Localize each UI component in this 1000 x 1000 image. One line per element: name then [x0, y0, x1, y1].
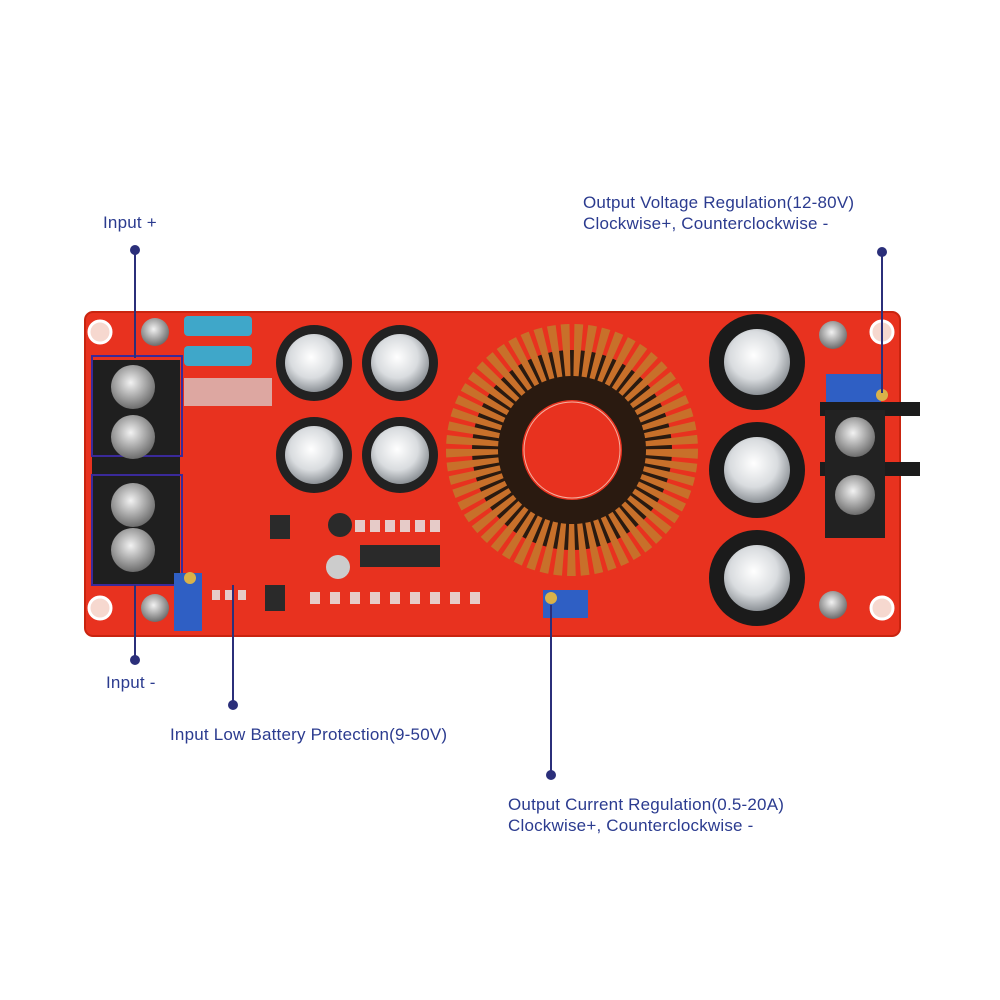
label-output-voltage: Output Voltage Regulation(12-80V) Clockw… — [583, 192, 854, 234]
output-voltage-title: Output Voltage Regulation(12-80V) — [583, 193, 855, 212]
leader-lines — [130, 245, 887, 780]
output-terminal-block — [820, 402, 920, 538]
label-output-current: Output Current Regulation(0.5-20A) Clock… — [508, 794, 784, 836]
output-current-title: Output Current Regulation(0.5-20A) — [508, 795, 785, 814]
output-current-direction: Clockwise+, Counterclockwise - — [508, 816, 754, 835]
label-input-plus: Input + — [103, 213, 157, 232]
input-capacitors — [276, 325, 438, 493]
output-voltage-direction: Clockwise+, Counterclockwise - — [583, 214, 829, 233]
smd-components — [265, 513, 440, 611]
voltage-pot — [826, 374, 881, 402]
label-input-minus: Input - — [106, 673, 156, 692]
toroid-inductor — [446, 324, 698, 576]
board-screws — [141, 318, 847, 622]
output-capacitors — [709, 314, 805, 626]
potentiometers — [174, 374, 888, 631]
smd-resistors — [212, 520, 480, 604]
label-low-battery-protection: Input Low Battery Protection(9-50V) — [170, 725, 448, 744]
input-terminal-block — [91, 355, 183, 586]
mounting-holes — [87, 319, 895, 621]
fuses — [184, 316, 272, 406]
